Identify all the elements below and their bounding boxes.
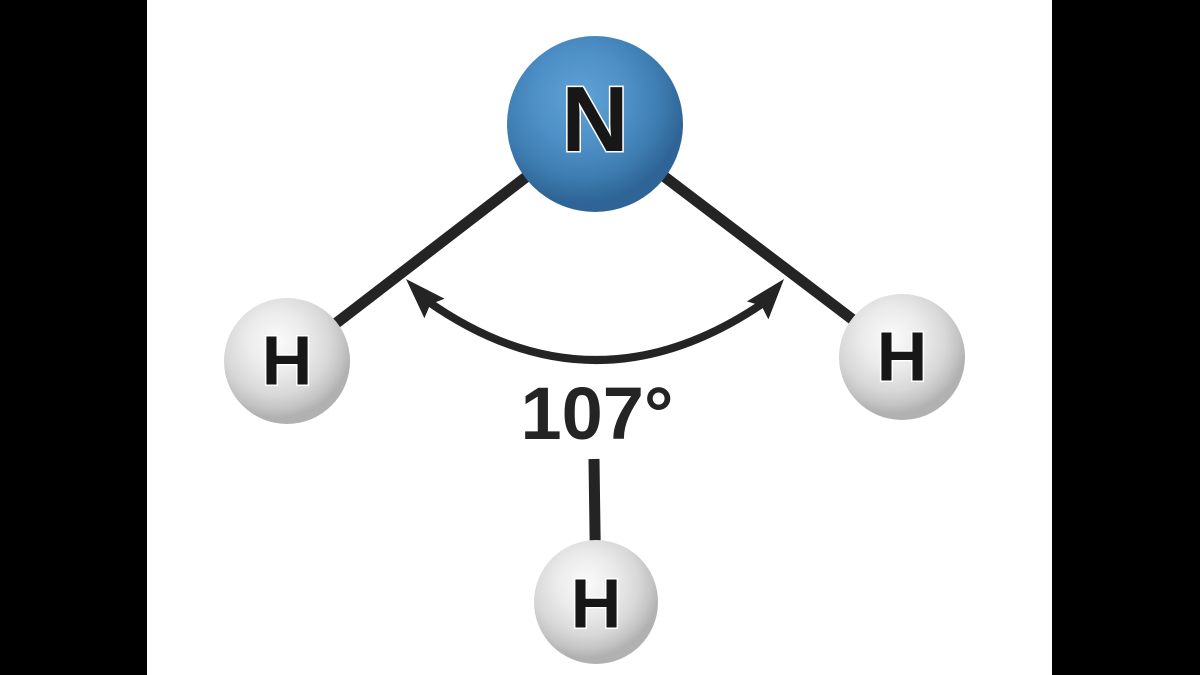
atom-h-bottom-label: H [571,564,622,642]
angle-arrowhead-left [406,279,445,319]
atom-n-sphere [507,36,683,212]
atom-h-left-label: H [262,321,313,399]
atom-h-right-label: H [877,317,928,395]
angle-arrowhead-right [746,279,784,320]
atom-h-bottom-sphere [534,540,658,664]
angle-arc [424,297,767,364]
atom-h-right-sphere [839,294,965,420]
angle-value-label: 107° [520,372,673,455]
atom-n-label: N [561,67,628,171]
atom-h-left-sphere [224,298,350,424]
